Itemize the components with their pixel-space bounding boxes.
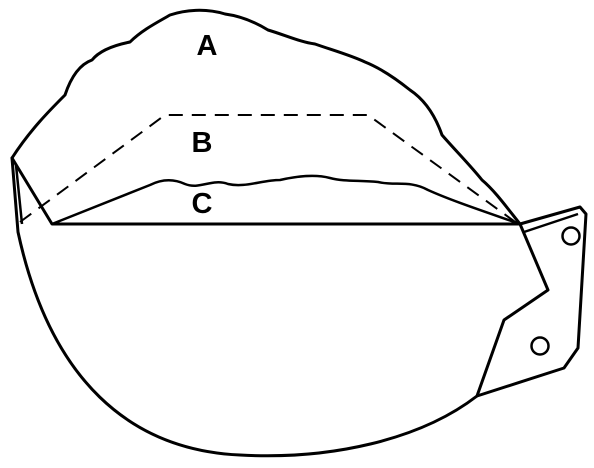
bracket-edge [523, 212, 579, 234]
heap-outline-a [10, 8, 522, 226]
label-c: C [192, 188, 213, 220]
mounting-bracket [475, 205, 588, 398]
bucket-body-outline [10, 156, 550, 458]
level-outline-c [51, 174, 521, 226]
mounting-hole-upper [561, 226, 581, 246]
struck-line-b [19, 114, 519, 225]
mounting-hole-lower [530, 336, 550, 356]
label-a: A [197, 30, 218, 62]
label-b: B [192, 127, 213, 159]
bucket-lip-edge [14, 164, 24, 225]
